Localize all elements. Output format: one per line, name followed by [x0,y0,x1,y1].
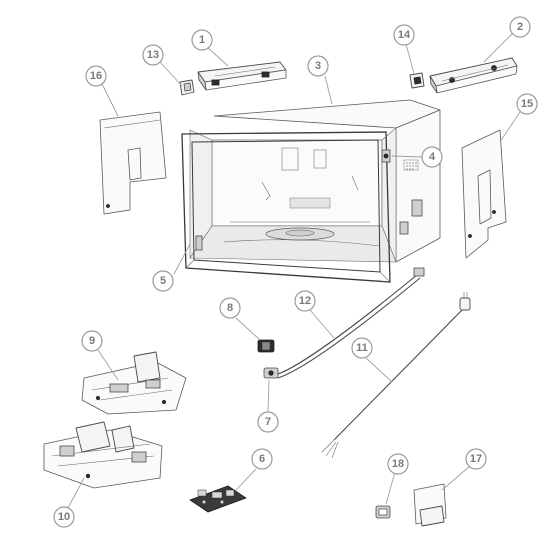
svg-text:1: 1 [199,34,205,46]
callout-10: 10 [53,506,75,528]
svg-text:6: 6 [259,453,265,465]
part-5-front-frame [181,131,391,283]
part-2-control-bracket [429,57,518,94]
part-4-fitting [381,149,391,163]
callout-5: 5 [152,270,174,292]
svg-text:10: 10 [58,511,70,523]
callout-13: 13 [142,44,164,66]
callout-15: 15 [516,93,538,115]
part-14-latch [409,72,425,89]
part-6-control-board [189,485,247,513]
part-10-base-tray [43,421,163,489]
svg-text:18: 18 [392,458,404,470]
callout-3: 3 [307,55,329,77]
callout-7: 7 [257,411,279,433]
svg-text:7: 7 [265,416,271,428]
callout-2: 2 [509,16,531,38]
part-12-inlet-hose [277,267,425,379]
part-15-side-panel-right [461,129,507,259]
callout-18: 18 [387,453,409,475]
svg-text:14: 14 [398,29,411,41]
callout-16: 16 [85,65,107,87]
svg-text:11: 11 [356,342,368,354]
part-16-side-panel-left [99,111,167,215]
svg-text:4: 4 [429,151,436,163]
svg-text:8: 8 [227,302,233,314]
callout-12: 12 [294,290,316,312]
svg-text:3: 3 [315,60,321,72]
part-13-clip [179,79,195,96]
part-9-base-upper [81,351,187,415]
part-18-clip [375,505,391,519]
callout-4: 4 [421,146,443,168]
part-7-hose-fitting [263,367,279,379]
svg-text:13: 13 [147,49,159,61]
svg-text:2: 2 [517,21,523,33]
callout-17: 17 [465,448,487,470]
callout-8: 8 [219,297,241,319]
callout-14: 14 [393,24,415,46]
part-3-cabinet [189,99,441,263]
svg-text:16: 16 [90,70,102,82]
part-11-power-cord [321,292,471,459]
callout-1: 1 [191,29,213,51]
svg-text:12: 12 [299,295,311,307]
part-8-inlet-valve [257,339,275,353]
svg-text:9: 9 [89,335,95,347]
part-1-rail-bracket [197,61,287,91]
leader-lines [67,33,521,509]
callout-11: 11 [351,337,373,359]
svg-text:15: 15 [521,98,533,110]
svg-text:5: 5 [160,275,166,287]
callout-6: 6 [251,448,273,470]
callout-9: 9 [81,330,103,352]
part-17-bracket [413,483,447,527]
svg-text:17: 17 [470,453,482,465]
